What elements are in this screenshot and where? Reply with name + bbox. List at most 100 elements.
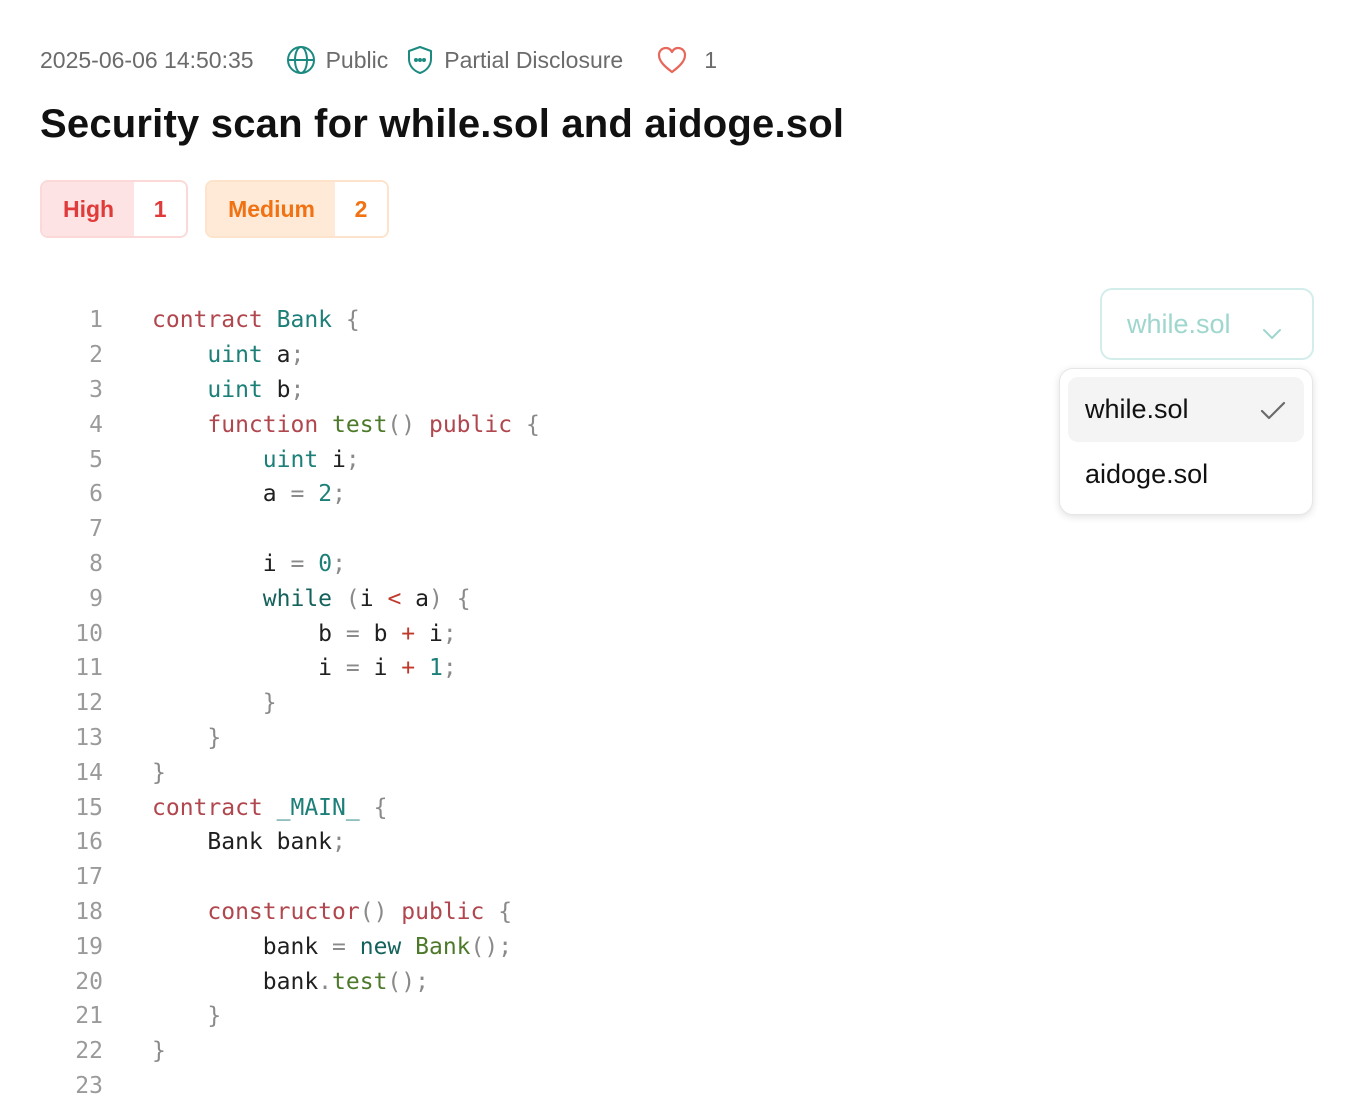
code-token: ; [332,550,346,577]
code-line: 10 b = b + i; [40,616,540,651]
code-token [304,481,318,507]
file-option-aidoge-sol[interactable]: aidoge.sol [1068,442,1304,507]
line-number: 23 [75,1072,103,1099]
code-token: } [207,724,222,751]
code-token: ; [442,655,457,682]
code-token: ( [345,585,360,612]
check-icon [1260,397,1286,428]
code-token [152,586,263,612]
code-token [152,725,207,751]
file-option-while-sol[interactable]: while.sol [1068,377,1304,442]
code-text: bank = new Bank(); [152,934,512,960]
line-number: 4 [89,411,103,438]
code-token [152,447,263,473]
code-line: 6 a = 2; [40,477,540,512]
line-number: 3 [89,376,103,403]
code-token: b [359,620,402,647]
line-number: 20 [75,968,103,995]
code-token: Bank [276,307,333,334]
code-token: contract [152,794,263,821]
code-line: 2 uint a; [40,338,540,373]
badge-label: High [42,182,135,236]
code-token: 2 [318,481,333,508]
code-token: public [428,411,513,438]
code-token: = [290,481,305,508]
report-timestamp: 2025-06-06 14:50:35 [40,46,254,73]
code-text: bank.test(); [152,969,429,995]
code-token: } [207,1003,222,1030]
code-token [152,1003,207,1029]
code-token: = [345,620,360,647]
code-text: b = b + i; [152,621,457,647]
code-text: } [152,690,277,716]
code-line: 12 } [40,686,540,721]
code-text: uint b; [152,377,304,403]
code-token: { [525,411,540,438]
code-token [387,899,401,925]
code-token: contract [152,307,263,334]
code-token: ; [332,481,346,508]
code-line: 14} [40,755,540,790]
code-token [304,551,318,577]
code-line: 20 bank.test(); [40,964,540,999]
code-token: uint [207,376,263,403]
code-line: 23 [40,1069,540,1104]
code-token [152,342,207,368]
page-title: Security scan for while.sol and aidoge.s… [40,102,845,146]
file-select[interactable]: while.sol [1100,288,1314,360]
line-number: 8 [89,550,103,577]
line-number: 10 [75,620,103,647]
code-token: a [152,481,291,508]
code-token: } [262,690,277,717]
code-token: bank [152,933,333,960]
code-token [443,586,457,612]
code-token [332,586,346,612]
code-text: uint i; [152,447,360,473]
code-line: 5 uint i; [40,442,540,477]
code-token: i [359,655,402,682]
severity-badges: High 1 Medium 2 [40,180,389,238]
line-number: 16 [75,829,103,856]
code-text: contract _MAIN_ { [152,795,387,821]
code-token: a [401,585,430,612]
code-line: 16 Bank bank; [40,825,540,860]
code-token: b [152,620,346,647]
code-token: public [401,898,485,925]
code-token: test [332,411,388,438]
code-token: ; [345,446,360,473]
code-token [346,934,360,960]
code-token: i [152,550,291,577]
code-token: = [332,933,346,960]
line-number: 7 [89,516,103,543]
code-token [415,412,429,438]
code-token: (); [387,968,429,995]
high-severity-badge[interactable]: High 1 [40,180,189,238]
code-text: uint a; [152,342,304,368]
code-token [318,412,332,438]
code-token: ; [442,620,457,647]
code-token: < [387,585,402,612]
code-token [401,934,415,960]
code-token [152,412,207,438]
line-number: 11 [75,655,103,682]
heart-icon[interactable] [656,45,688,75]
code-token: { [373,794,388,821]
code-token: 0 [318,550,333,577]
chevron-down-icon [1262,316,1282,347]
code-token: { [498,898,513,925]
medium-severity-badge[interactable]: Medium 2 [205,180,389,238]
option-label: aidoge.sol [1085,459,1209,489]
code-line: 17 [40,860,540,895]
code-token: { [345,307,360,334]
code-token: i [318,446,346,473]
line-number: 14 [75,759,103,786]
code-text: } [152,1003,221,1029]
code-line: 22} [40,1034,540,1069]
code-token: 1 [429,655,443,682]
badge-count: 2 [335,182,387,236]
code-line: 18 constructor() public { [40,895,540,930]
code-token: } [152,759,166,786]
